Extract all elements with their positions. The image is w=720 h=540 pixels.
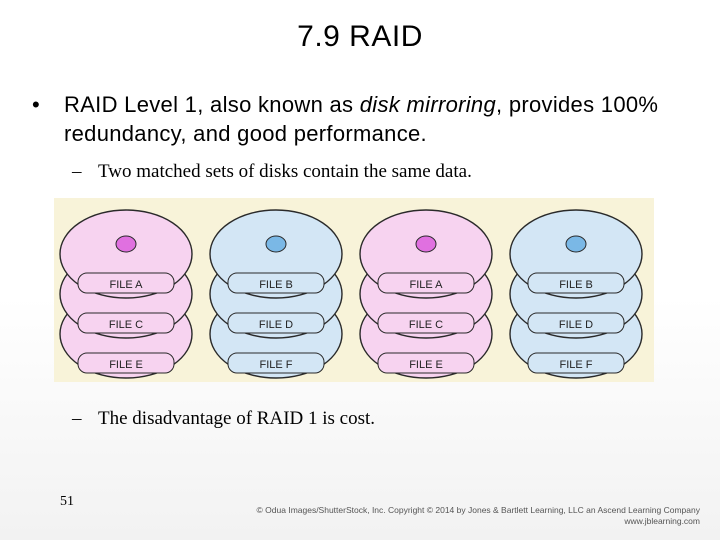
disk-hub <box>265 235 287 253</box>
bullet-text-part-1: RAID Level 1, also known as <box>64 92 360 117</box>
file-label: FILE A <box>109 279 143 291</box>
sub-dash: – <box>72 161 82 182</box>
bullet-text-part-2: , provides 100% redundancy, and good per… <box>64 92 659 146</box>
page-number: 51 <box>60 494 74 509</box>
sub-point-1-text: Two matched sets of disks contain the sa… <box>98 161 472 182</box>
bullet-text: RAID Level 1, also known as disk mirrori… <box>64 90 704 148</box>
disk-stack-2: FILE B FILE D FILE F <box>209 209 343 379</box>
file-label: FILE F <box>559 359 592 371</box>
file-slot <box>227 352 325 374</box>
file-label: FILE E <box>109 359 143 371</box>
disk-hub <box>565 235 587 253</box>
bullet-symbol: • <box>32 92 41 117</box>
file-label: FILE B <box>259 279 293 291</box>
disk-stack-1: FILE A FILE C FILE E <box>59 209 193 379</box>
file-label: FILE E <box>409 359 443 371</box>
file-slot <box>77 272 175 294</box>
disk-stack-4: FILE B FILE D FILE F <box>509 209 643 379</box>
file-slot <box>227 272 325 294</box>
file-slot <box>527 352 625 374</box>
sub-point-2-text: The disadvantage of RAID 1 is cost. <box>98 408 376 429</box>
copyright-notice: © Odua Images/ShutterStock, Inc. Copyrig… <box>257 505 700 527</box>
file-label: FILE F <box>259 359 292 371</box>
file-slot <box>77 312 175 334</box>
file-label: FILE D <box>559 319 593 331</box>
sub-point-2: –The disadvantage of RAID 1 is cost. <box>72 408 375 430</box>
disk-hub <box>415 235 437 253</box>
slide-title: 7.9 RAID <box>297 20 423 53</box>
file-label: FILE A <box>409 279 443 291</box>
file-label: FILE D <box>259 319 293 331</box>
file-slot <box>527 312 625 334</box>
file-slot <box>527 272 625 294</box>
copyright-line-1: © Odua Images/ShutterStock, Inc. Copyrig… <box>256 505 700 515</box>
bullet-text-italic: disk mirroring <box>359 92 496 117</box>
file-label: FILE C <box>109 319 143 331</box>
file-label: FILE B <box>559 279 593 291</box>
file-slot <box>227 312 325 334</box>
file-slot <box>77 352 175 374</box>
copyright-line-2: www.jblearning.com <box>624 516 700 526</box>
file-slot <box>377 352 475 374</box>
file-label: FILE C <box>409 319 443 331</box>
file-slot <box>377 272 475 294</box>
sub-dash: – <box>72 408 82 429</box>
file-slot <box>377 312 475 334</box>
disk-hub <box>115 235 137 253</box>
sub-point-1: –Two matched sets of disks contain the s… <box>72 161 472 183</box>
disk-stack-3: FILE A FILE C FILE E <box>359 209 493 379</box>
